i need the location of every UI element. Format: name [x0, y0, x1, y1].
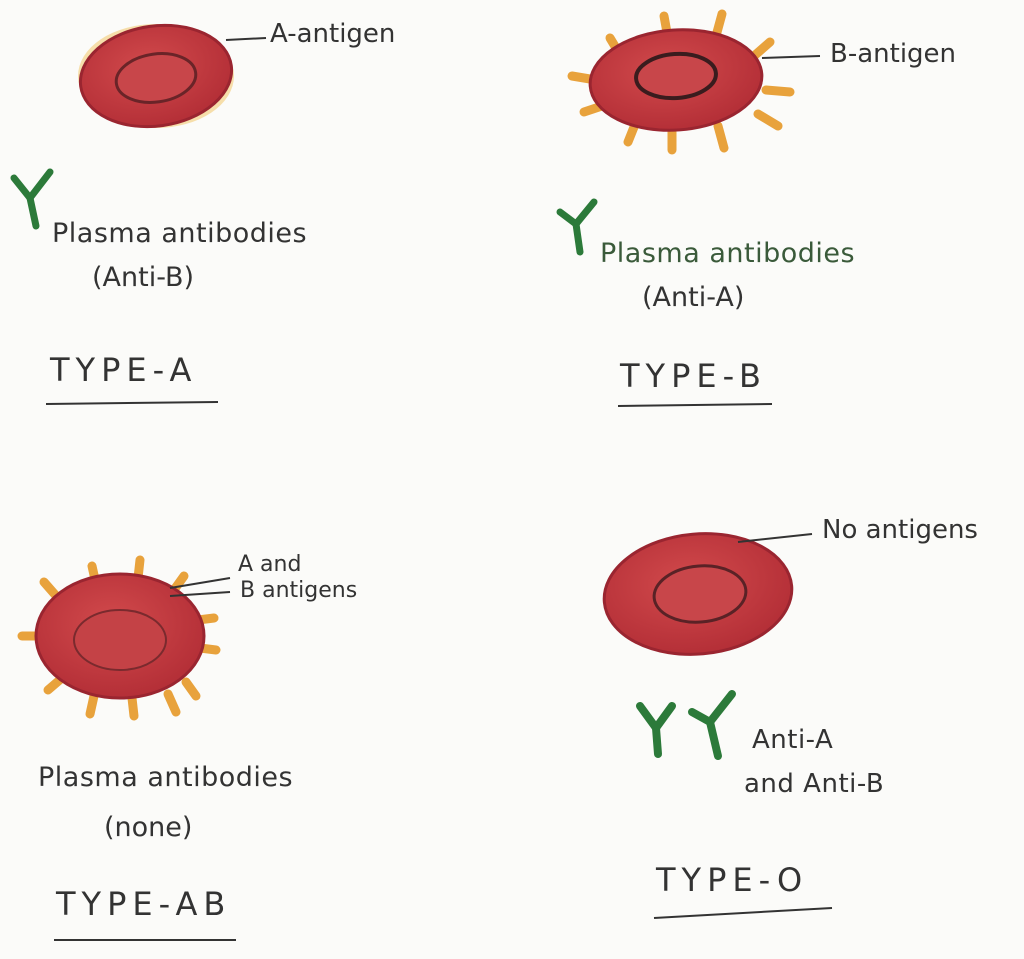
type-o-nucleus	[652, 564, 748, 624]
type-b-antigen-label: B-antigen	[830, 39, 957, 69]
type-ab-nucleus	[73, 609, 167, 671]
type-b-antibody-label: Plasma antibodies	[600, 238, 856, 269]
type-b-antibody-icon	[556, 198, 598, 256]
type-ab-callout-lines	[169, 577, 231, 597]
type-ab-antibody-label: Plasma antibodies	[38, 762, 294, 793]
type-o-cell	[602, 532, 794, 656]
type-a-type-underline	[45, 401, 219, 405]
type-a-callout-line	[225, 37, 267, 41]
type-a-cell	[78, 23, 234, 129]
type-o-antibody-icon-2	[688, 690, 736, 760]
type-b-antibody-detail: (Anti-A)	[642, 282, 745, 313]
type-a-antigen-label: A-antigen	[270, 19, 396, 49]
type-b-callout-line	[761, 55, 821, 59]
type-o-callout-line	[737, 533, 813, 543]
type-o-antibody-label-line2: and Anti-B	[744, 769, 885, 799]
type-ab-type-label: TYPE-AB	[56, 885, 232, 923]
type-o-type-underline	[653, 907, 833, 919]
type-a-nucleus	[114, 52, 198, 104]
type-b-type-underline	[617, 403, 773, 407]
type-b-type-label: TYPE-B	[620, 357, 767, 395]
type-a-antibody-icon	[10, 168, 54, 230]
type-a-type-label: TYPE-A	[50, 351, 198, 389]
type-o-antibody-icon-1	[636, 702, 676, 758]
type-ab-antigen-label-line2: B antigens	[240, 578, 358, 603]
type-ab-antibody-detail: (none)	[104, 812, 193, 843]
type-o-antigen-label: No antigens	[822, 515, 978, 545]
type-o-type-label: TYPE-O	[656, 861, 809, 899]
type-ab-antigen-label-line1: A and	[238, 552, 302, 577]
type-b-cell	[588, 28, 764, 132]
type-a-antibody-label: Plasma antibodies	[52, 218, 308, 249]
type-ab-cell	[34, 572, 206, 700]
type-a-antibody-detail: (Anti-B)	[92, 262, 195, 293]
type-b-nucleus	[634, 51, 718, 101]
type-o-antibody-label-line1: Anti-A	[752, 725, 834, 755]
